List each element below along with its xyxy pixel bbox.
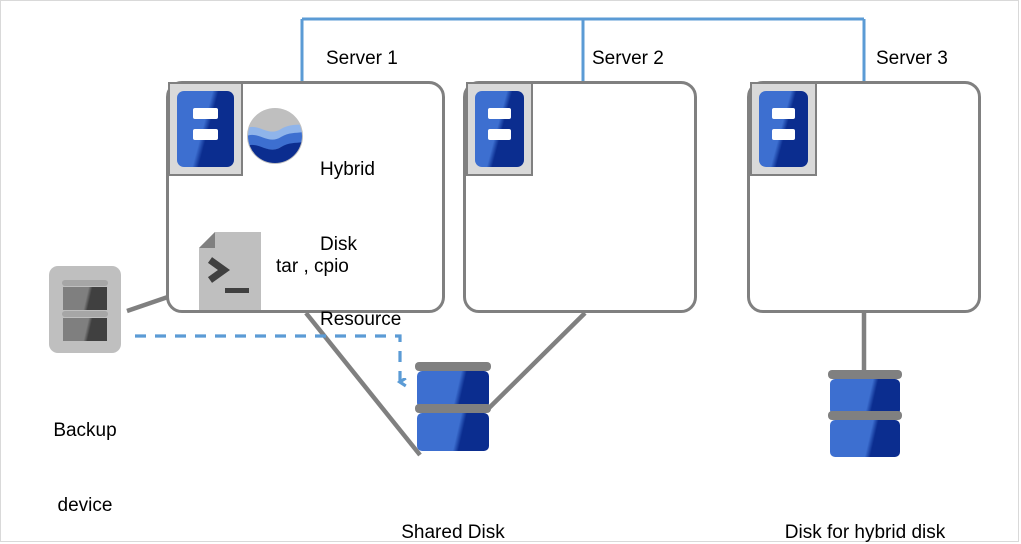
disk-cap-top <box>415 362 491 371</box>
backup-device-line1: Backup <box>53 420 117 441</box>
server-1-icon <box>168 82 243 176</box>
shared-disk-line1: Shared Disk <box>401 522 505 543</box>
shared-disk-label: Shared Disk for hybrid disk resource <box>303 470 603 544</box>
backup-cap-mid <box>62 311 108 317</box>
server-chip <box>475 91 524 167</box>
disk-cap-mid <box>415 404 491 413</box>
disk-cap-mid <box>828 411 902 420</box>
server-3-icon <box>750 82 817 176</box>
server-bar-bottom <box>772 129 795 140</box>
hybrid-disk-resource-line1: Hybrid <box>320 159 375 180</box>
hybrid-disk-resource-label: Hybrid Disk Resource <box>320 107 401 382</box>
connector-server2-to-shared-disk <box>485 311 587 412</box>
server-bar-bottom <box>488 129 511 140</box>
backup-commands-label: tar , cpio <box>276 256 349 277</box>
backup-device-label: Backup device <box>10 368 160 544</box>
server-bar-top <box>193 108 218 119</box>
hybrid-disk-label: Disk for hybrid disk resource <box>715 470 1015 544</box>
server-chip <box>177 91 234 167</box>
disk-cap-top <box>828 370 902 379</box>
hybrid-disk-resource-line3: Resource <box>320 309 402 330</box>
disk-block-bottom <box>417 413 489 451</box>
disk-block-top <box>830 379 900 415</box>
script-document-icon <box>199 232 261 310</box>
backup-block-bottom <box>63 318 107 341</box>
backup-cap-top <box>62 280 108 286</box>
shared-disk-icon <box>415 362 491 452</box>
server-bar-top <box>488 108 511 119</box>
server-bar-bottom <box>193 129 218 140</box>
backup-flow-arrow <box>135 334 400 382</box>
hybrid-disk-line1: Disk for hybrid disk <box>784 522 946 543</box>
backup-device-icon <box>49 266 121 353</box>
backup-block-top <box>63 287 107 310</box>
disk-block-bottom <box>830 420 900 457</box>
server-1-label: Server 1 <box>326 48 398 69</box>
server-chip <box>759 91 808 167</box>
server-3-label: Server 3 <box>876 48 948 69</box>
server-2-box[interactable] <box>463 81 697 313</box>
server-2-icon <box>466 82 533 176</box>
hybrid-disk-resource-line2: Disk <box>320 234 357 255</box>
disk-block-top <box>417 371 489 408</box>
backup-device-line2: device <box>57 495 113 516</box>
hybrid-disk-icon <box>828 370 902 458</box>
hybrid-disk-sphere-icon <box>247 108 303 164</box>
interconnect-bus <box>300 17 866 81</box>
server-bar-top <box>772 108 795 119</box>
server-2-label: Server 2 <box>592 48 664 69</box>
